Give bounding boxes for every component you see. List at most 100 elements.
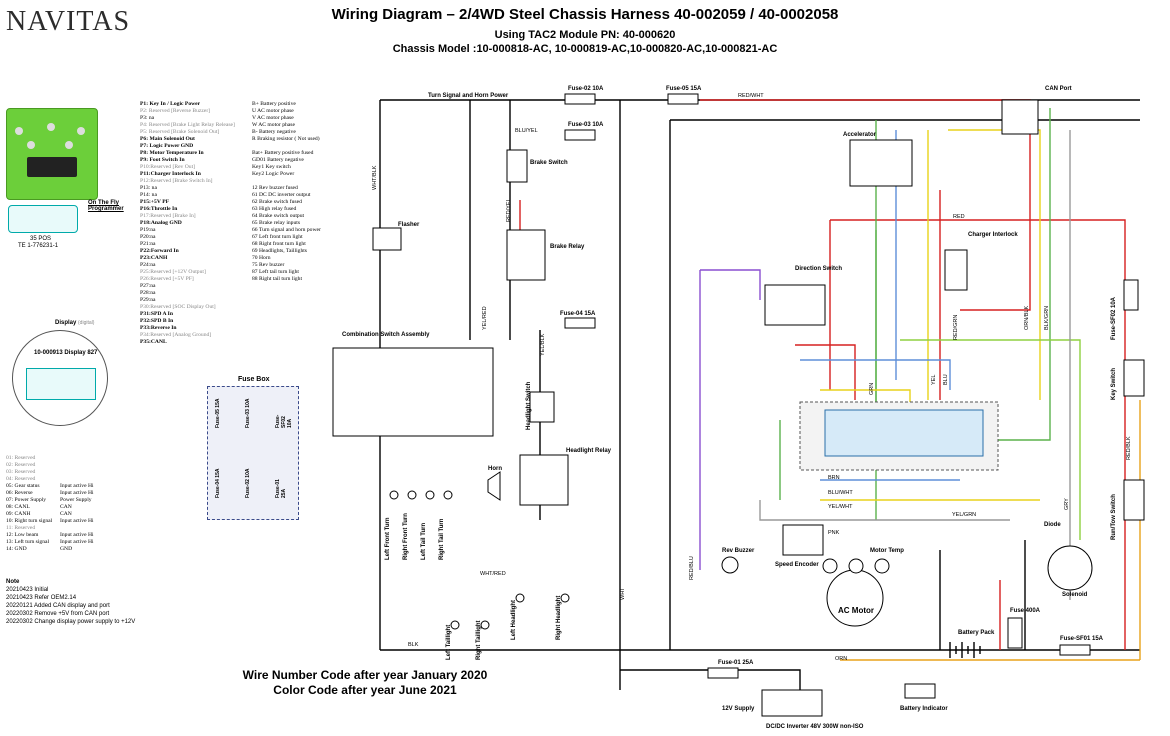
- controller-pin: P2: Reserved [Reverse Buzzer]: [140, 108, 211, 114]
- solenoid: [1047, 545, 1093, 591]
- controller-pin: P18:Analog GND: [140, 220, 182, 226]
- direction-switch-box: [764, 284, 826, 326]
- motor-phase-u: [822, 558, 838, 574]
- note-line: 20220302 Remove +5V from CAN port: [6, 611, 110, 617]
- terminal-legend-row: 61 DC DC inverter output: [252, 192, 311, 198]
- note-line: 20210423 Refer OEM2.14: [6, 595, 77, 601]
- controller-pin: P35:CANL: [140, 339, 167, 345]
- dcdc-box: [761, 689, 823, 717]
- controller-pin: P34:Reserved [Analog Ground]: [140, 332, 212, 338]
- key-switch-box: [1123, 359, 1145, 397]
- fuse-400a: [1007, 617, 1023, 649]
- fusebox-fuse-5: Fuse-01 25A: [275, 479, 287, 498]
- fuse02-label: Fuse-02 10A: [568, 86, 604, 92]
- flasher-label: Flasher: [398, 222, 420, 228]
- speed-encoder-label: Speed Encoder: [775, 562, 819, 568]
- controller-pin: P10:Reserved [Rev Out]: [140, 164, 195, 170]
- fusebox-fuse-3: Fuse-04 15A: [215, 468, 221, 498]
- lamp-right-front-turn: [407, 490, 417, 500]
- fuse05-label: Fuse-05 15A: [666, 86, 702, 92]
- wire-blu-wht: BLU/WHT: [828, 490, 853, 496]
- wire-gry: GRY: [1064, 498, 1070, 510]
- motor-temp-label: Motor Temp: [870, 548, 904, 554]
- wire-red-blu: RED/BLU: [689, 556, 695, 580]
- headlight-relay-label: Headlight Relay: [566, 448, 612, 454]
- supply-12v-label: 12V Supply: [722, 706, 755, 712]
- dcdc-label: DC/DC Inverter 48V 300W non-ISO: [766, 724, 864, 730]
- fuse-box-title: Fuse Box: [238, 376, 270, 383]
- display-gauge: [12, 330, 108, 426]
- terminal-legend-row: Bat+ Battery positive fused: [252, 150, 314, 156]
- battery-pack-label: Battery Pack: [958, 630, 995, 636]
- combination-switch-label: Combination Switch Assembly: [342, 332, 430, 338]
- wire-orn-blk: ORN/BLK: [1024, 306, 1030, 330]
- controller-pin: P11:Charger Interlock In: [140, 171, 201, 177]
- lamp-left-headlight: [515, 593, 525, 603]
- diagram-title: Wiring Diagram – 2/4WD Steel Chassis Har…: [331, 6, 839, 23]
- controller-pin: P27:na: [140, 283, 156, 289]
- wire-grn: GRN: [869, 383, 875, 395]
- wire-pnk: PNK: [828, 530, 840, 536]
- display-pin: 04: Reserved: [6, 476, 36, 482]
- controller-photo: [6, 108, 98, 200]
- wire-blu: BLU: [943, 374, 949, 385]
- controller-pin: P17:Reserved [Brake In]: [140, 213, 196, 219]
- fuse03-label: Fuse-03 10A: [568, 122, 604, 128]
- controller-pin: P4: Reserved [Brake Light Relay Release]: [140, 122, 235, 128]
- connector-label: 35 POS: [30, 236, 52, 242]
- fuse01-label: Fuse-01 25A: [718, 660, 754, 666]
- lamp-right-headlight: [560, 593, 570, 603]
- fuse-sf02: [1123, 279, 1139, 311]
- charger-interlock-label: Charger Interlock: [968, 232, 1018, 238]
- lamp-label-3: Right Tail Turn: [439, 518, 445, 560]
- fuse-01: [707, 667, 739, 679]
- terminal-legend-row: 88 Right tail turn light: [252, 276, 303, 282]
- headlight-relay: [519, 454, 569, 506]
- tail-label-1: Right Taillight: [476, 620, 482, 660]
- terminal-legend-row: B- Battery negative: [252, 129, 296, 135]
- red-wht-wire: [700, 99, 1031, 311]
- lamp-left-taillight: [450, 620, 460, 630]
- ac-motor-label: AC Motor: [838, 606, 874, 615]
- terminal-legend-row: 12 Rev buzzer fused: [252, 185, 298, 191]
- fusesf01-label: Fuse-SF01 15A: [1060, 636, 1104, 642]
- fusebox-fuse-4: Fuse-02 10A: [245, 468, 251, 498]
- connector-part: TE 1-776231-1: [18, 243, 59, 249]
- can-port-label: CAN Port: [1045, 86, 1072, 92]
- terminal-legend-row: 70 Horn: [252, 255, 271, 261]
- terminal-legend-row: GD01 Battery negative: [252, 157, 304, 163]
- controller-pin: P31:SPD A In: [140, 311, 173, 317]
- wire-blu-yel: BLU/YEL: [515, 128, 538, 134]
- brake-relay-label: Brake Relay: [550, 244, 585, 250]
- lamp-right-tail-turn: [443, 490, 453, 500]
- wire-wht: WHT: [620, 587, 626, 600]
- wire-yel-blk: YEL/BLK: [540, 333, 546, 356]
- terminal-legend-row: 66 Turn signal and horn power: [252, 227, 321, 233]
- lamp-left-front-turn: [389, 490, 399, 500]
- lamp-right-taillight: [480, 620, 490, 630]
- accelerator-box: [849, 139, 913, 187]
- terminal-legend-row: 64 Brake switch output: [252, 213, 305, 219]
- terminal-legend-row: Key2 Logic Power: [252, 171, 295, 177]
- direction-switch-label: Direction Switch: [795, 266, 842, 272]
- wire-code-note: Wire Number Code after year January 2020…: [200, 668, 530, 698]
- display-pin: 01: Reserved: [6, 455, 36, 461]
- controller-pin: P22:Forward In: [140, 248, 179, 254]
- display-pin: 02: Reserved: [6, 462, 36, 468]
- headlight-switch: [529, 391, 555, 423]
- terminal-legend-row: R Braking resistor ( Not used): [252, 136, 320, 142]
- controller-pin: P24:na: [140, 262, 156, 268]
- display-connector: [26, 368, 96, 400]
- terminal-legend-row: Key1 Key switch: [252, 164, 291, 170]
- fuse-04: [564, 317, 596, 329]
- fusebox-fuse-2: Fuse-SF02 10A: [275, 414, 293, 428]
- fuse-box: Fuse Box: [207, 376, 299, 520]
- controller-pin: P28:na: [140, 290, 156, 296]
- key-switch-label: Key Switch: [1111, 368, 1117, 400]
